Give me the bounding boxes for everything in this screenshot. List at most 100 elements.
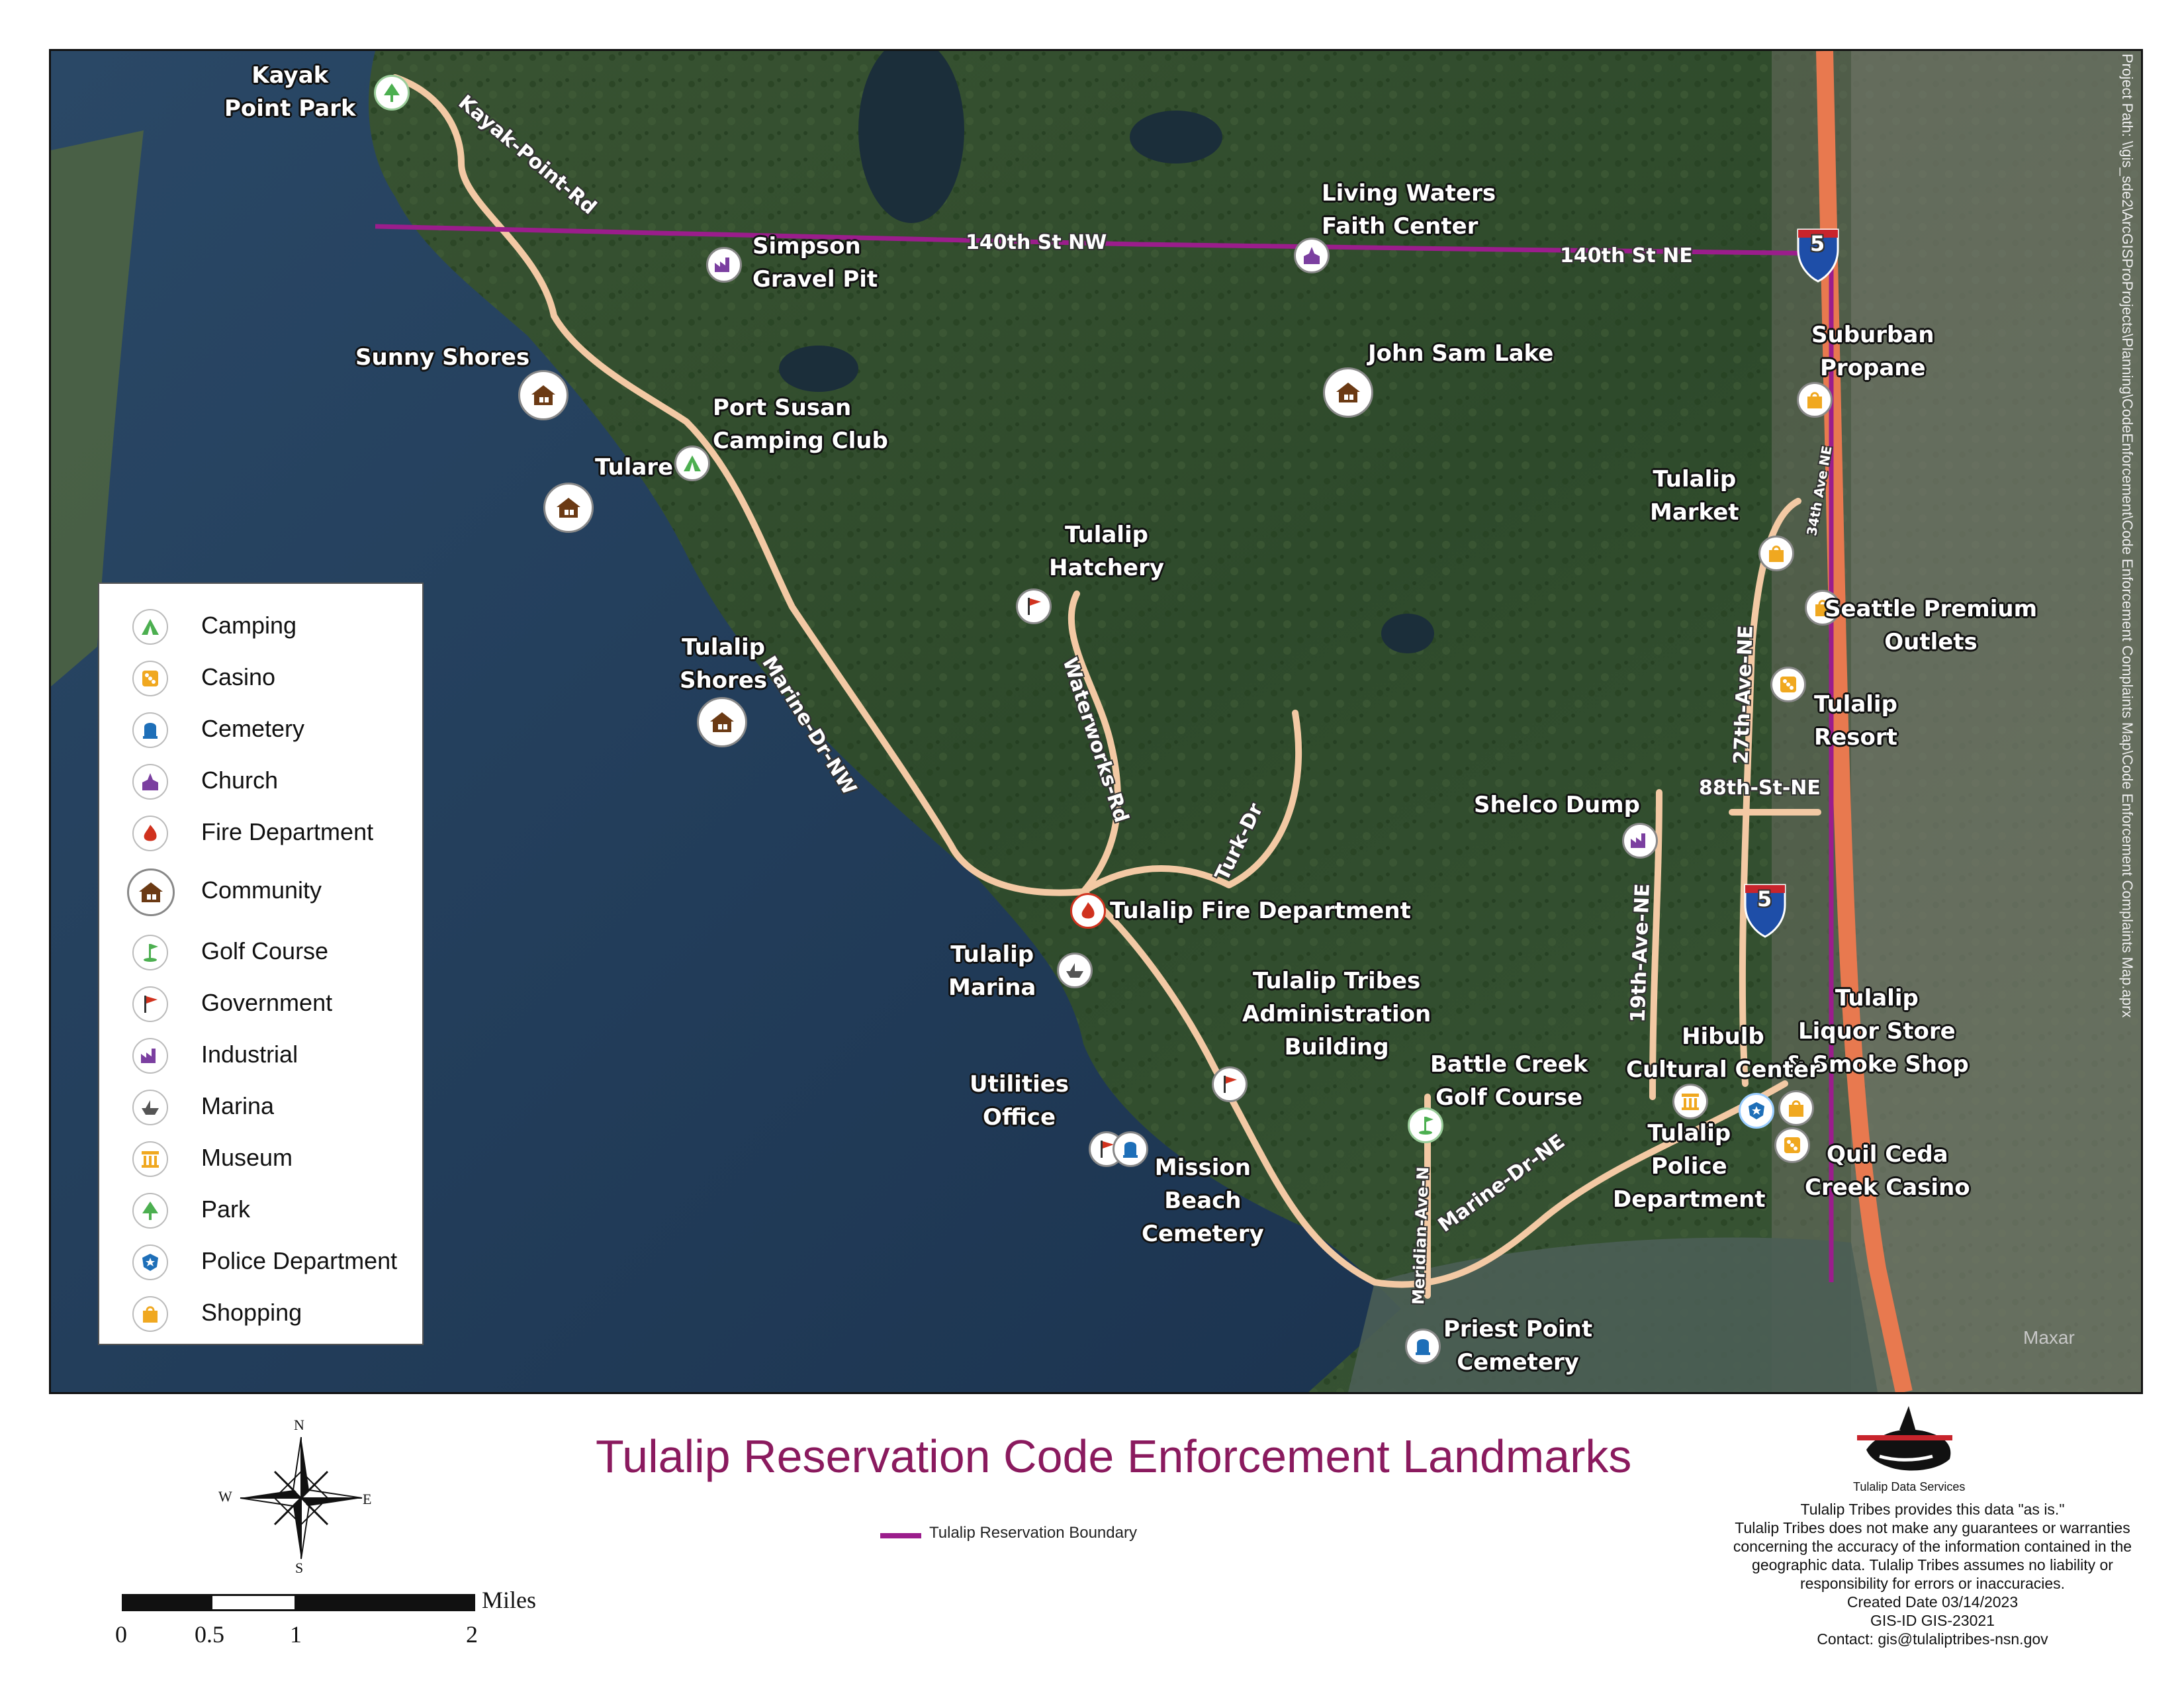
label-hibulb: Hibulb Cultural Center [1626,1023,1820,1083]
tree-icon [132,1193,168,1229]
scale-tick-05: 0.5 [195,1621,224,1648]
dice-icon [1784,1137,1800,1153]
community-marker-tulare[interactable] [543,483,594,533]
disclaimer-line: Tulalip Tribes does not make any guarant… [1735,1519,2130,1536]
cemetery-marker-mission-beach[interactable] [1113,1131,1148,1167]
legend-row-casino: Casino [99,658,417,698]
tent-icon [684,455,701,471]
shopping-marker-tulalip-market[interactable] [1758,536,1794,571]
label-sunny-shores: Sunny Shores [355,344,530,371]
label-utilities-office: Utilities Office [970,1071,1069,1131]
road-label-140th-st-ne: 140th St NE [1560,244,1693,267]
flame-icon [1081,902,1095,919]
industrial-marker-simpson[interactable] [706,247,742,283]
i5-shield-mid [1744,884,1786,938]
shopping-marker-suburban-propane[interactable] [1797,382,1833,418]
legend-row-cemetery: Cemetery [99,710,417,749]
label-quil-ceda: Quil Ceda Creek Casino [1805,1141,1970,1201]
community-marker-tulalip-shores[interactable] [697,697,747,747]
park-marker-kayak-point[interactable] [374,75,410,111]
label-mission-beach: Mission Beach Cemetery [1142,1154,1264,1247]
label-battle-creek: Battle Creek Golf Course [1430,1051,1588,1111]
badge-icon [132,1244,168,1280]
estuary [1348,1237,1878,1392]
community-marker-john-sam-lake[interactable] [1323,367,1373,418]
industrial-marker-shelco[interactable] [1622,823,1658,859]
label-priest-point: Priest Point Cemetery [1443,1316,1593,1376]
i5-shield-top [1797,228,1839,283]
camping-marker-port-susan[interactable] [674,445,710,481]
community-marker-sunny-shores[interactable] [518,370,569,420]
fire-marker-tulalip-fire-department[interactable] [1070,893,1106,929]
tent-icon [132,609,168,645]
lake-2 [1130,111,1222,164]
legend-label: Camping [201,612,297,639]
legend-row-golf-course: Golf Course [99,932,417,972]
kayak-point-road [392,74,1087,896]
government-marker-hatchery[interactable] [1016,588,1052,624]
disclaimer-line: Tulalip Tribes provides this data "as is… [1800,1501,2065,1518]
lake-4 [779,346,858,392]
north-arrow-icon [240,1436,363,1560]
scale-tick-0: 0 [115,1621,127,1648]
road-label-27th-ave: 27th-Ave-NE [1729,625,1758,765]
boat-icon [132,1090,168,1125]
road-label-88th-st: 88th-St-NE [1699,776,1821,800]
scale-unit: Miles [482,1587,537,1613]
cemetery-marker-priest-point[interactable] [1405,1329,1441,1364]
flag-icon [1101,1141,1114,1158]
legend-row-park: Park [99,1190,417,1230]
shopping-marker-seattle-premium-outlets[interactable] [1805,590,1841,626]
bag-icon [1807,392,1822,408]
interstate-5 [1816,51,1913,1392]
compass-n: N [294,1417,304,1433]
legend-label: Community [201,876,322,904]
flame-icon [132,816,168,851]
lake-3 [1381,614,1434,653]
legend-row-police-department: Police Department [99,1242,417,1282]
legend-label: Fire Department [201,818,374,845]
government-marker-admin-building[interactable] [1212,1066,1248,1102]
label-tulalip-fire-department: Tulalip Fire Department [1110,898,1411,924]
contact-email[interactable]: Contact: gis@tulaliptribes-nsn.gov [1817,1630,2048,1648]
shopping-marker-liquor-store[interactable] [1778,1090,1814,1126]
police-marker-tulalip-police[interactable] [1739,1093,1774,1129]
marina-marker-tulalip-marina[interactable] [1057,953,1093,988]
label-kayak-point-park: Kayak Point Park [224,62,356,122]
golf-flag-icon [132,935,168,970]
road-label-140th-st-nw: 140th St NW [966,231,1107,254]
legend-row-fire-department: Fire Department [99,813,417,853]
scale-segment-2 [210,1594,296,1611]
lake-1 [858,51,964,223]
scale-segment-3 [296,1594,475,1611]
label-suburban-propane: Suburban Propane [1811,322,1934,381]
casino-marker-quil-ceda[interactable] [1774,1127,1810,1163]
factory-icon [132,1038,168,1074]
church-marker-living-waters[interactable] [1294,238,1330,273]
label-tulare: Tulare [595,454,674,481]
logo-caption: Tulalip Data Services [1853,1480,1966,1493]
flag-icon [132,986,168,1022]
project-path: Project Path: \\gis_sde2\ArcGISProProjec… [2119,54,2136,1018]
i5-shield-number-mid: 5 [1757,886,1772,912]
casino-marker-tulalip-resort[interactable] [1770,667,1806,702]
legend-label: Casino [201,663,276,690]
label-port-susan: Port Susan Camping Club [713,395,888,454]
factory-icon [1631,833,1645,848]
created-date: Created Date 03/14/2023 [1846,1593,2019,1611]
legend-label: Marina [201,1092,275,1119]
factory-icon [715,258,729,272]
compass-w: W [218,1488,232,1505]
bag-icon [1769,545,1784,562]
label-john-sam-lake: John Sam Lake [1368,340,1554,367]
legend-label: Golf Course [201,937,329,964]
label-tulalip-hatchery: Tulalip Hatchery [1049,522,1165,581]
legend-row-industrial: Industrial [99,1035,417,1075]
western-shore [51,130,144,686]
legend-label: Park [201,1196,251,1223]
bag-icon [132,1296,168,1332]
compass-s: S [295,1560,304,1576]
museum-marker-hibulb[interactable] [1672,1084,1708,1119]
golf-marker-battle-creek[interactable] [1408,1107,1443,1143]
disclaimer-line: concerning the accuracy of the informati… [1733,1538,2132,1555]
